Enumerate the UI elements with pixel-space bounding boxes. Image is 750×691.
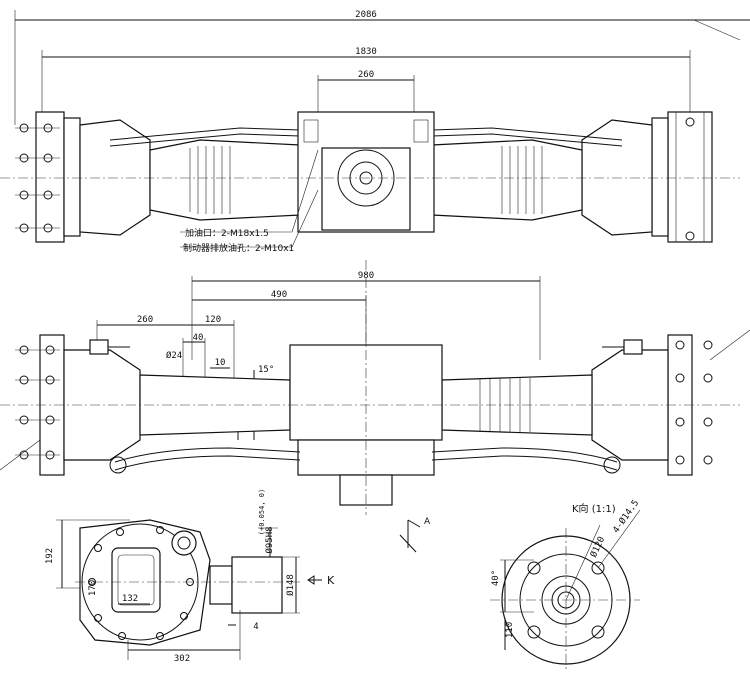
dim-170: 170 bbox=[88, 580, 98, 596]
dim-overall-length: 2086 bbox=[355, 10, 377, 20]
k-arrow-label: K bbox=[327, 574, 335, 587]
dim-tolerance: (+0.054, 0) bbox=[258, 489, 266, 535]
dim-10: 10 bbox=[215, 358, 226, 368]
dim-120: 120 bbox=[205, 315, 221, 325]
callout-oil-port: 加油口：2-M18x1.5 bbox=[185, 227, 269, 239]
top-view-axle bbox=[0, 111, 740, 243]
dim-980: 980 bbox=[358, 271, 374, 281]
k-view-flange bbox=[490, 509, 641, 672]
side-view-housing bbox=[56, 519, 322, 660]
top-dimension-lines bbox=[14, 10, 750, 125]
dim-490: 490 bbox=[271, 290, 287, 300]
k-direction-marker bbox=[399, 519, 421, 553]
dim-housing-width: 260 bbox=[358, 70, 374, 80]
dim-k-110: 110 bbox=[505, 622, 515, 638]
front-view-axle bbox=[0, 260, 750, 515]
dim-track-width: 1830 bbox=[355, 47, 377, 57]
dim-angle15: 15° bbox=[258, 365, 274, 375]
section-mark: A bbox=[424, 517, 431, 527]
dim-dia95: Ø95H8 bbox=[264, 526, 275, 553]
dim-40: 40 bbox=[193, 333, 204, 343]
dim-4: 4 bbox=[253, 622, 258, 632]
dim-260-left: 260 bbox=[137, 315, 153, 325]
dim-dia24: Ø24 bbox=[166, 350, 182, 361]
dim-302: 302 bbox=[174, 654, 190, 664]
k-view-title: K向 (1:1) bbox=[572, 502, 616, 515]
left-hub-flange-top bbox=[35, 111, 65, 243]
dim-dia148: Ø148 bbox=[285, 574, 296, 596]
callout-drain-port: 制动器排放油孔：2-M10x1 bbox=[183, 242, 294, 254]
dim-192: 192 bbox=[45, 548, 55, 564]
dim-132: 132 bbox=[122, 594, 138, 604]
right-hub-drum-top bbox=[667, 111, 713, 243]
dim-k-40: 40° bbox=[491, 570, 501, 586]
